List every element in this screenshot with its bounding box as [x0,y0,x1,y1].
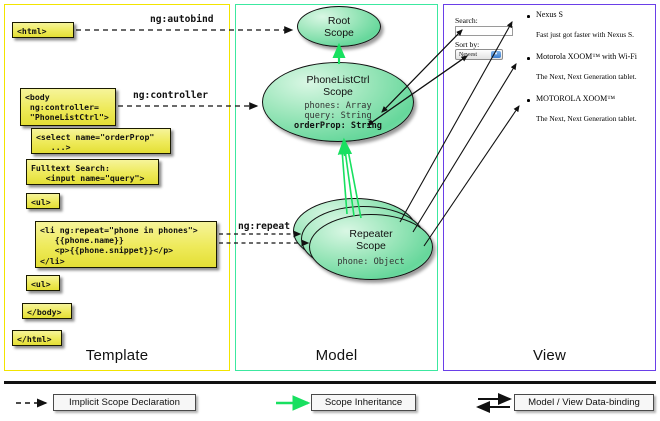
code-block-body-close: </body> [22,303,72,319]
code-block-fulltext-search: Fulltext Search: <input name="query"> [26,159,159,185]
code-block-html-close: </html> [12,330,62,346]
list-bullet [527,99,530,102]
legend-item-implicit-scope: Implicit Scope Declaration [53,394,196,411]
scope-phonelistctrl-title-2: Scope [323,85,353,98]
scope-root: Root Scope [297,6,381,47]
panel-model: Model [235,4,438,371]
panel-template-label: Template [85,347,149,364]
scope-phonelistctrl: PhoneListCtrl Scope phones: Array query:… [262,62,414,142]
scope-prop-orderprop: orderProp: String [294,120,382,131]
scope-repeater-title-2: Scope [356,239,386,252]
scope-root-title-2: Scope [324,26,354,39]
legend-glyph-data-binding [476,393,512,413]
legend-divider [4,381,656,384]
scope-root-title-1: Root [327,14,351,27]
legend-item-scope-inheritance: Scope Inheritance [311,394,416,411]
scope-repeater: Repeater Scope phone: Object [309,214,433,280]
scope-prop-phones: phones: Array [304,100,372,111]
panel-model-label: Model [315,347,358,364]
view-sort-label: Sort by: [455,40,480,49]
view-sort-selected-value: Newest [459,51,477,58]
code-block-ul-open: <ul> [26,193,60,209]
view-phone-snippet: Fast just got faster with Nexus S. [536,30,634,39]
code-block-html-open: <html> [12,22,74,38]
view-search-input[interactable] [455,26,513,36]
legend-item-data-binding: Model / View Data-binding [514,394,654,411]
scope-phonelistctrl-title-1: PhoneListCtrl [306,73,370,86]
scope-repeater-title-1: Repeater [349,227,393,240]
view-phone-name: Motorola XOOM™ with Wi-Fi [536,52,637,61]
list-bullet [527,57,530,60]
view-search-label: Search: [455,16,478,25]
code-block-ul-close: <ul> [26,275,60,291]
view-phone-snippet: The Next, Next Generation tablet. [536,72,637,81]
code-block-select: <select name="orderProp" ...> [31,128,171,154]
view-phone-name: Nexus S [536,10,563,19]
arrow-label-ng-repeat: ng:repeat [238,221,290,232]
view-phone-snippet: The Next, Next Generation tablet. [536,114,637,123]
arrow-label-ng-autobind: ng:autobind [150,14,214,25]
view-phone-name: MOTOROLA XOOM™ [536,94,616,103]
scope-prop-query: query: String [304,110,372,121]
scope-prop-phone: phone: Object [337,256,405,267]
code-block-li-repeat: <li ng:repeat="phone in phones"> {{phone… [35,221,217,268]
code-block-body-open: <body ng:controller= "PhoneListCtrl"> [20,88,116,126]
list-bullet [527,15,530,18]
panel-view-label: View [532,347,567,364]
view-sort-select[interactable]: Newest ▾ [455,49,503,60]
chevron-updown-icon: ▾ [491,51,501,58]
arrow-label-ng-controller: ng:controller [133,90,209,101]
